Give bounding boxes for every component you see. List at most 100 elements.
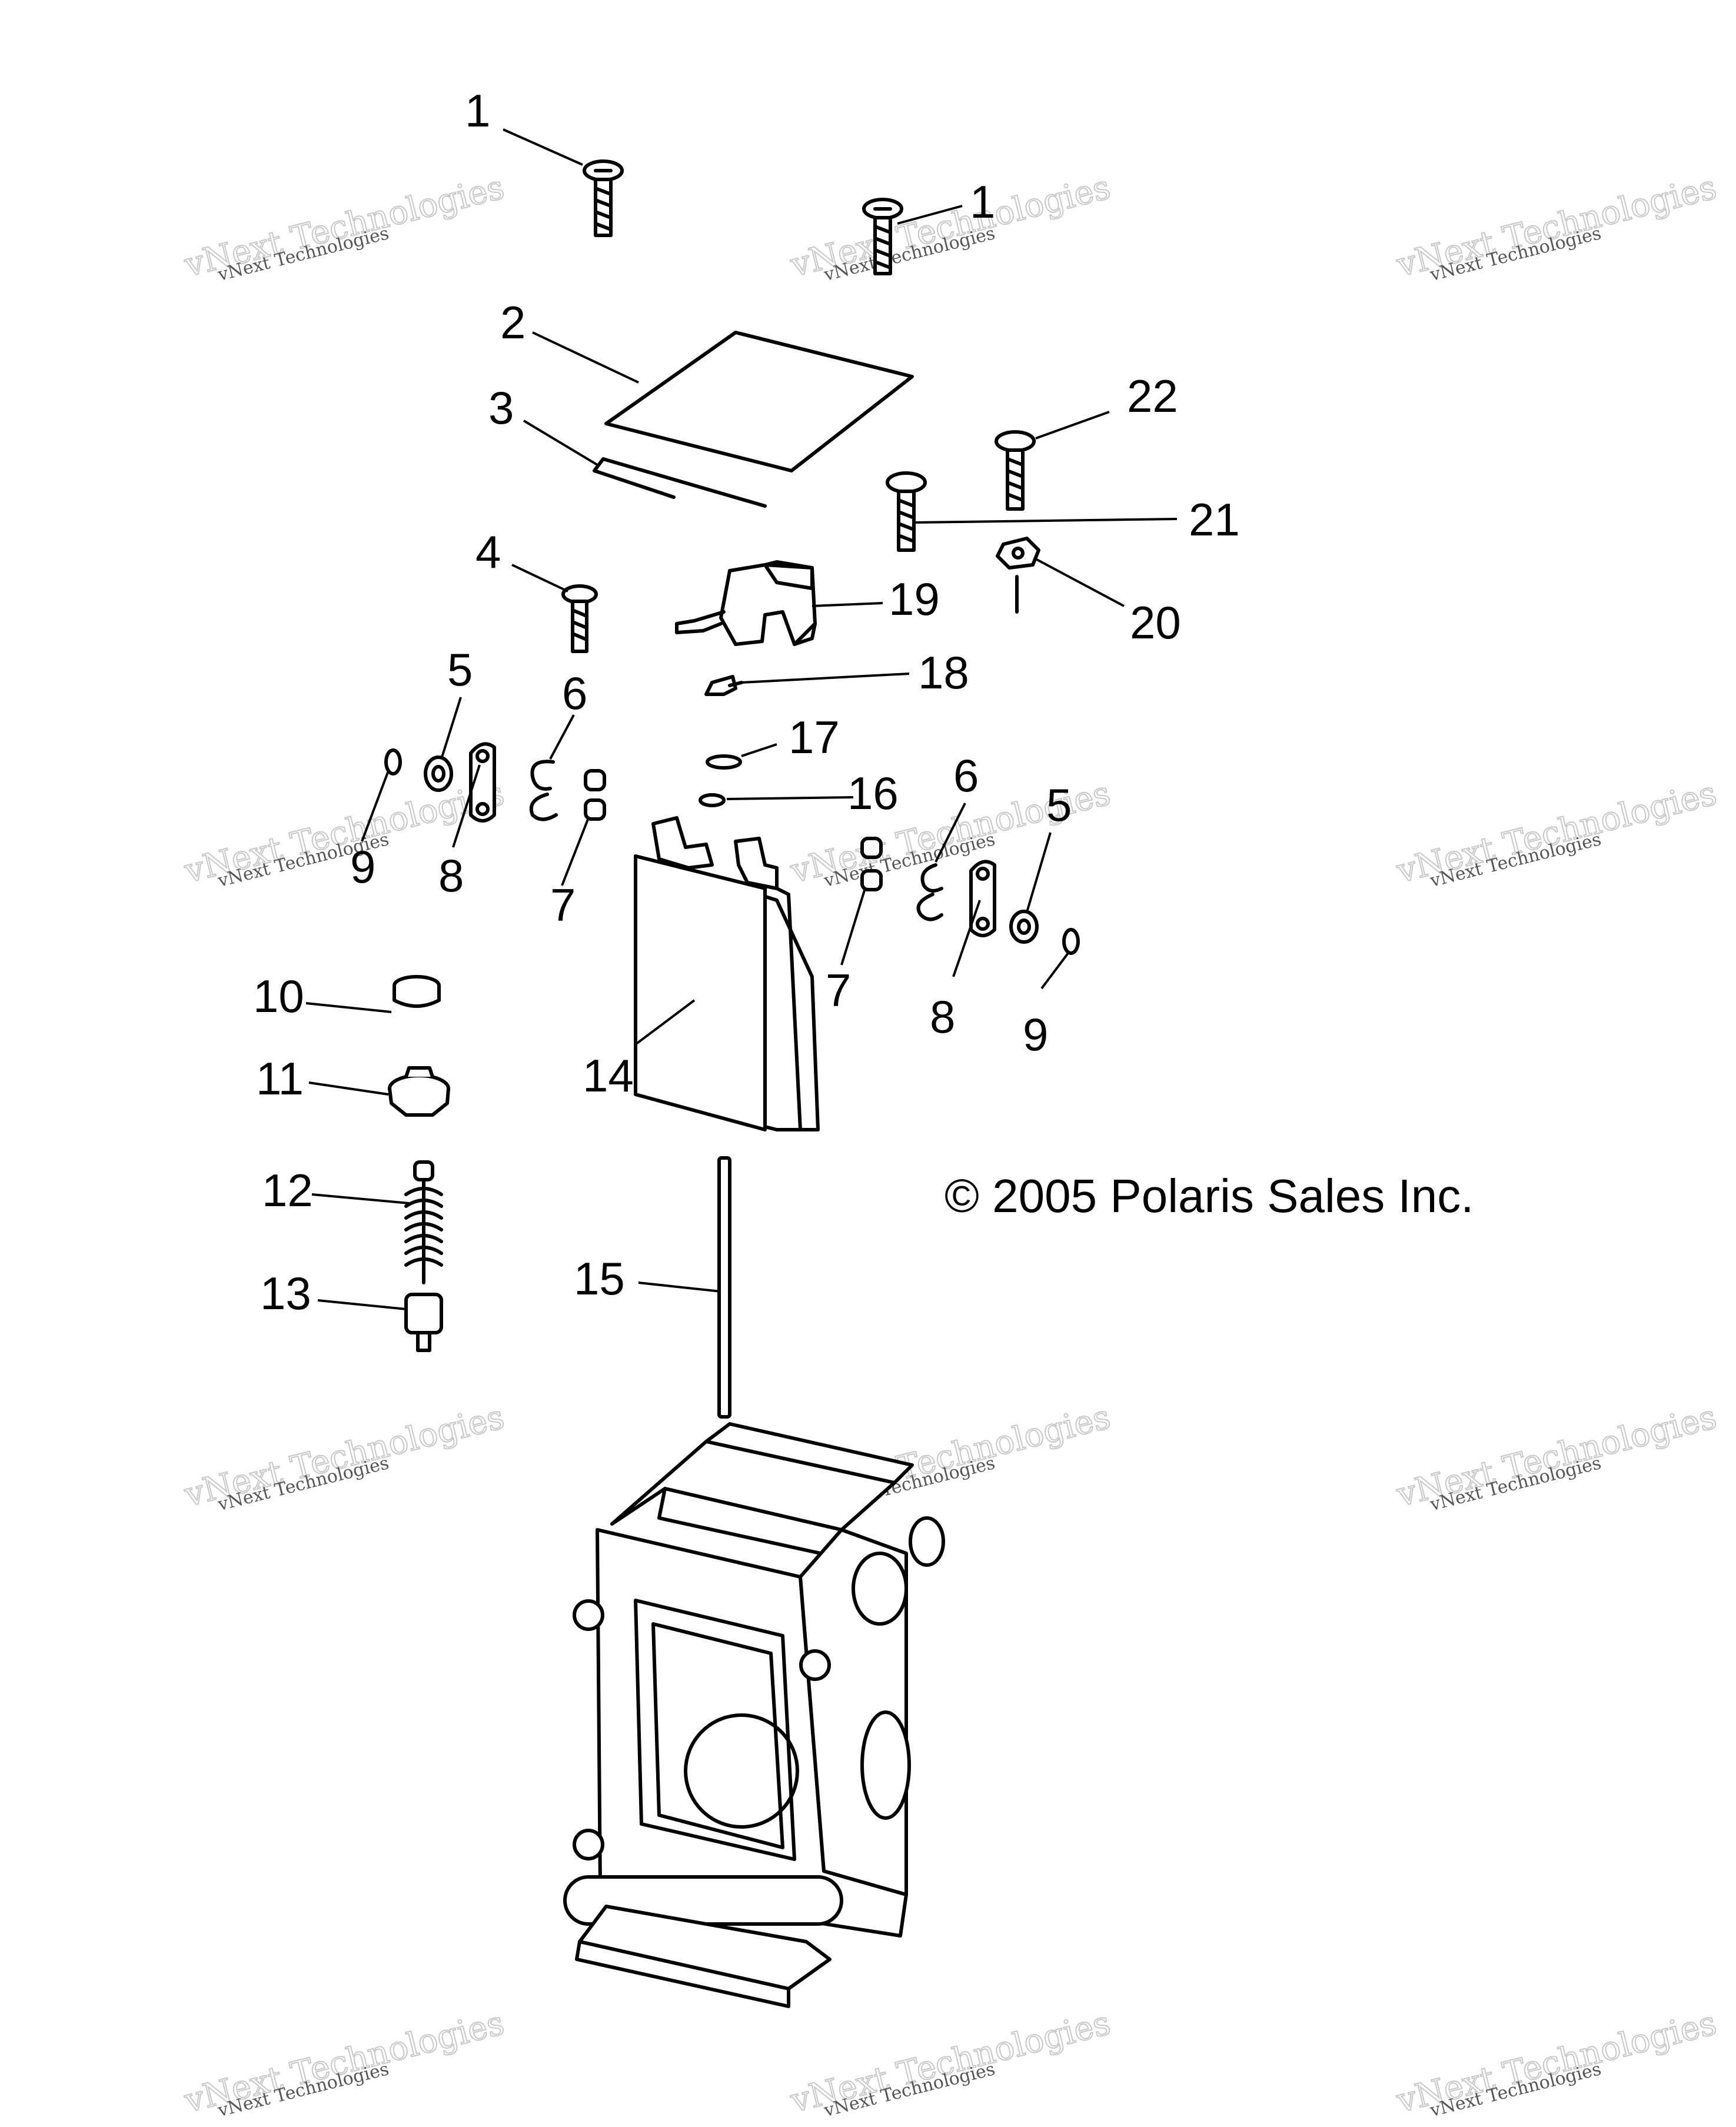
callout-21: 21 <box>1189 494 1240 545</box>
callout-4: 4 <box>475 526 501 578</box>
part-6-clip-right <box>916 863 943 921</box>
part-22-screw <box>995 430 1036 511</box>
callout-7: 7 <box>550 879 576 931</box>
callout-6: 6 <box>953 750 979 801</box>
part-16-washer <box>699 793 726 807</box>
leader-9b <box>1040 952 1069 990</box>
watermark: vNext Technologies vNext Technologies <box>1392 2003 1721 2121</box>
part-19-bracket <box>675 560 817 646</box>
leader-12 <box>311 1193 410 1204</box>
part-10-bushing <box>393 975 441 1008</box>
leader-4 <box>511 564 568 593</box>
callout-19: 19 <box>889 573 940 625</box>
leader-18 <box>741 673 910 684</box>
callout-20: 20 <box>1130 597 1181 648</box>
leader-lines <box>305 128 1178 1310</box>
part-12-spring <box>404 1160 443 1284</box>
part-14-block <box>634 816 820 1131</box>
leader-10 <box>305 1002 392 1013</box>
part-18-clip <box>704 675 743 696</box>
leader-5a <box>440 697 462 760</box>
part-9-clip-right <box>1062 928 1080 955</box>
part-21-screw <box>886 471 927 552</box>
part-17-spring <box>706 754 742 770</box>
watermark: vNext Technologies vNext Technologies <box>1392 1397 1721 1515</box>
callout-12: 12 <box>262 1164 313 1216</box>
part-3-gasket <box>593 457 767 508</box>
part-13-plunger <box>404 1293 443 1352</box>
leader-15 <box>638 1281 721 1293</box>
part-8-link-right <box>969 860 996 937</box>
callout-10: 10 <box>253 970 304 1022</box>
leader-20 <box>1035 558 1125 607</box>
leader-11 <box>308 1081 389 1096</box>
part-8-link-left <box>469 742 496 823</box>
callout-11: 11 <box>256 1053 304 1104</box>
callout-2: 2 <box>500 297 526 348</box>
callout-8: 8 <box>438 850 464 901</box>
leader-3 <box>523 420 598 466</box>
callout-17: 17 <box>789 711 840 763</box>
leader-5b <box>1026 832 1052 913</box>
leader-9a <box>361 770 390 842</box>
main-housing <box>563 1422 945 2008</box>
part-6-clip-left <box>529 760 558 821</box>
part-1-screw-left <box>583 159 624 237</box>
leader-2 <box>532 331 639 384</box>
leader-6b <box>934 803 966 863</box>
watermarks: vNext Technologies vNext Technologies vN… <box>180 168 1721 2121</box>
callout-6: 6 <box>562 667 587 719</box>
callout-1: 1 <box>465 85 490 137</box>
watermark: vNext Technologies vNext Technologies <box>1392 774 1721 891</box>
leader-1a <box>503 128 583 166</box>
callout-7: 7 <box>826 964 851 1016</box>
callout-3: 3 <box>488 382 514 434</box>
part-1-screw-right <box>862 198 903 275</box>
parts <box>384 159 1080 2008</box>
callout-16: 16 <box>847 767 899 819</box>
callout-15: 15 <box>574 1253 625 1304</box>
callout-8: 8 <box>930 991 955 1043</box>
leader-8b <box>952 900 981 977</box>
callout-14: 14 <box>583 1050 634 1101</box>
leader-6a <box>549 714 575 760</box>
watermark: vNext Technologies vNext Technologies <box>180 168 508 285</box>
callout-13: 13 <box>260 1267 311 1319</box>
part-4-screw <box>561 584 598 653</box>
part-20-nut <box>996 537 1040 614</box>
leader-22 <box>1035 411 1110 440</box>
leader-17 <box>741 743 777 757</box>
callouts: 1 1 2 3 22 21 4 19 20 18 5 6 17 16 6 5 9… <box>253 85 1240 1319</box>
part-15-rod <box>717 1156 731 1419</box>
part-2-cover-plate <box>604 331 914 472</box>
callout-18: 18 <box>918 647 969 698</box>
watermark: vNext Technologies vNext Technologies <box>786 168 1115 285</box>
part-7-bushing-right-bottom <box>860 869 883 891</box>
leader-8a <box>452 764 481 848</box>
watermark: vNext Technologies vNext Technologies <box>786 2003 1115 2121</box>
part-7-bushing-left-bottom <box>584 798 606 821</box>
part-7-bushing-right-top <box>860 837 883 859</box>
part-9-clip-left <box>384 748 402 775</box>
part-5-washer-left <box>424 755 453 792</box>
callout-9: 9 <box>350 841 375 893</box>
leader-19 <box>812 602 883 607</box>
watermark: vNext Technologies vNext Technologies <box>180 1397 508 1515</box>
part-7-bushing-left-top <box>584 769 606 791</box>
callout-5: 5 <box>447 644 473 695</box>
callout-22: 22 <box>1127 370 1178 422</box>
leader-13 <box>317 1299 407 1310</box>
leader-16 <box>726 796 854 800</box>
leader-1b <box>897 205 963 225</box>
callout-1: 1 <box>970 176 995 228</box>
callout-9: 9 <box>1023 1008 1048 1060</box>
part-5-washer-right <box>1009 910 1039 944</box>
leader-7b <box>840 888 866 966</box>
leader-14 <box>634 999 696 1046</box>
leader-7a <box>561 817 590 886</box>
copyright-notice: © 2005 Polaris Sales Inc. <box>945 1170 1474 1222</box>
watermark: vNext Technologies vNext Technologies <box>180 2003 508 2121</box>
leader-21 <box>914 518 1178 524</box>
watermark: vNext Technologies vNext Technologies <box>1392 168 1721 285</box>
callout-5: 5 <box>1046 779 1072 831</box>
